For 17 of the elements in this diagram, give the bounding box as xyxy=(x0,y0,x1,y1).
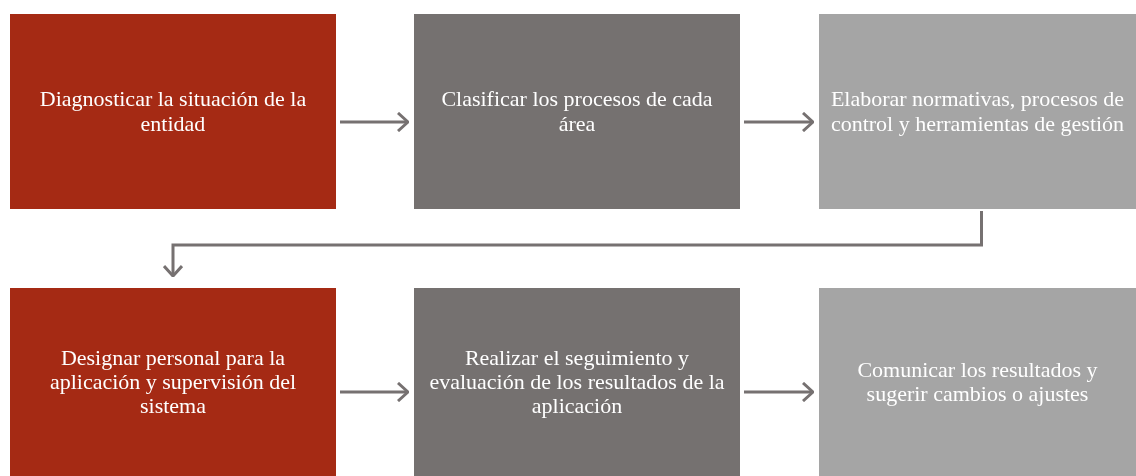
process-box xyxy=(10,14,336,209)
arrow xyxy=(340,381,410,403)
process-box xyxy=(414,14,740,209)
arrow xyxy=(162,211,983,278)
process-box xyxy=(819,14,1136,209)
step-text: Realizar el seguimiento y evaluación de los resultados de la aplicación xyxy=(428,345,726,419)
step-text: Comunicar los resultados y sugerir cambios o ajustes xyxy=(856,357,1099,407)
step-text: Designar personal para la aplicación y supervisión del sistema xyxy=(48,345,298,419)
arrow xyxy=(744,111,815,133)
arrow xyxy=(340,111,410,133)
process-box xyxy=(414,288,740,476)
process-box xyxy=(819,288,1136,476)
step-text: Clasificar los procesos de cada área xyxy=(440,87,714,136)
step-text: Elaborar normativas, procesos de control y herramientas de gestión xyxy=(829,87,1126,136)
arrow xyxy=(744,381,815,403)
step-text: Diagnosticar la situación de la entidad xyxy=(38,87,308,136)
process-box xyxy=(10,288,336,476)
